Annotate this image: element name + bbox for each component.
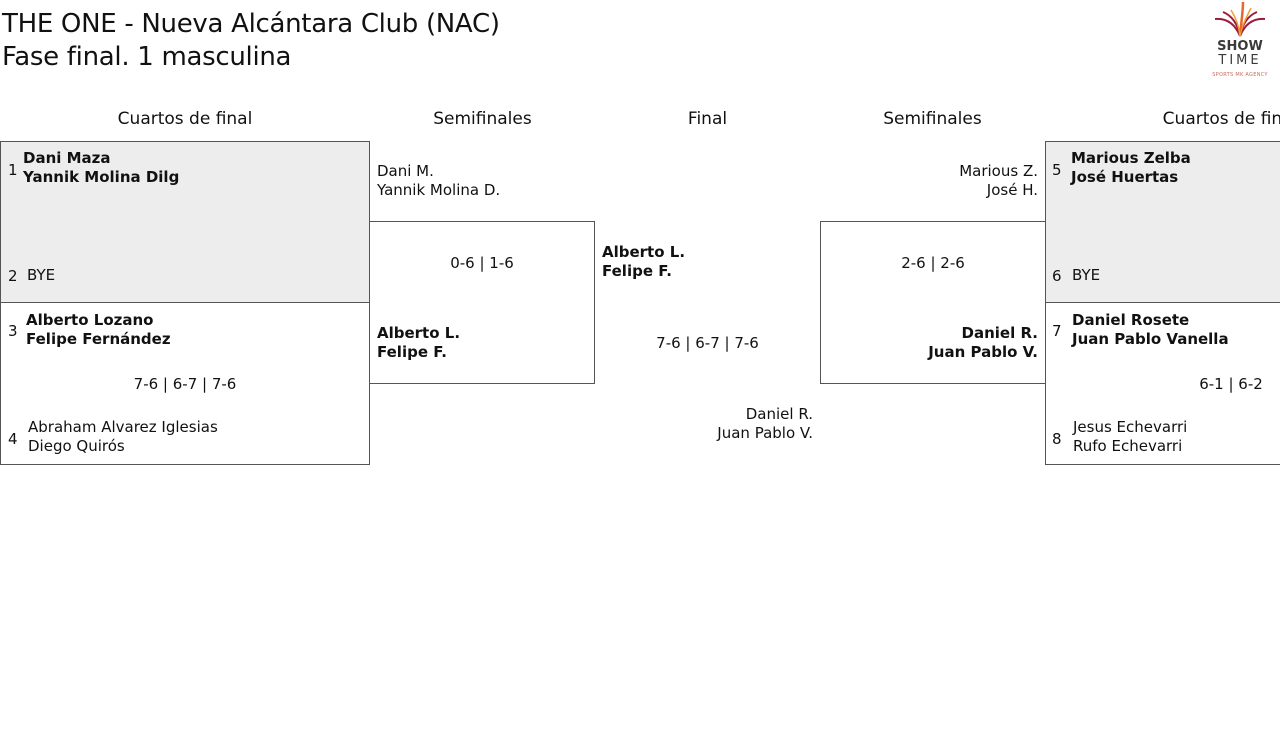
logo-tagline: SPORTS MK AGENCY <box>1212 72 1268 78</box>
page-title: THE ONE - Nueva Alcántara Club (NAC) <box>2 9 500 39</box>
header-semifinals-left: Semifinales <box>433 109 532 129</box>
bye-label: BYE <box>27 266 56 284</box>
team-qf1-top: Dani Maza Yannik Molina Dilg <box>23 149 179 187</box>
player-name: Yannik Molina D. <box>377 181 501 199</box>
player-name: Dani M. <box>377 162 434 180</box>
player-name: Felipe Fernández <box>26 330 171 348</box>
player-name: Abraham Alvarez Iglesias <box>28 418 218 436</box>
match-score: 2-6 | 2-6 <box>901 254 965 272</box>
logo-text-show: SHOW <box>1217 39 1263 54</box>
team-sf-right-bottom: Daniel R. Juan Pablo V. <box>821 324 1038 362</box>
header-quarterfinals-right: Cuartos de final <box>1162 109 1280 129</box>
team-qf7-top: Daniel Rosete Juan Pablo Vanella <box>1072 311 1229 349</box>
player-name: Felipe F. <box>602 262 672 280</box>
player-name: Dani Maza <box>23 149 111 167</box>
fireworks-icon <box>1214 1 1266 37</box>
seed-number: 2 <box>8 267 18 285</box>
team-sf-left-bottom: Alberto L. Felipe F. <box>377 324 460 362</box>
seed-number: 7 <box>1052 322 1062 340</box>
player-name: Juan Pablo V. <box>928 343 1038 361</box>
player-name: Felipe F. <box>377 343 447 361</box>
seed-number: 4 <box>8 430 18 448</box>
team-qf1-bottom: BYE <box>27 266 55 285</box>
player-name: José H. <box>986 181 1038 199</box>
bye-label: BYE <box>1072 266 1101 284</box>
player-name: Daniel R. <box>745 405 813 423</box>
match-qf-left-1: 1 Dani Maza Yannik Molina Dilg 2 BYE <box>0 141 370 303</box>
player-name: Daniel R. <box>961 324 1038 342</box>
player-name: Juan Pablo Vanella <box>1072 330 1229 348</box>
seed-number: 6 <box>1052 267 1062 285</box>
team-qf5-top: Marious Zelba José Huertas <box>1071 149 1191 187</box>
player-name: Alberto Lozano <box>26 311 154 329</box>
header-final: Final <box>687 109 728 129</box>
player-name: Alberto L. <box>602 243 686 261</box>
match-sf-right: 2-6 | 2-6 Daniel R. Juan Pablo V. <box>820 221 1046 384</box>
player-name: Juan Pablo V. <box>717 424 813 442</box>
seed-number: 3 <box>8 322 18 340</box>
team-qf2-top: Alberto Lozano Felipe Fernández <box>26 311 171 349</box>
match-qf-right-1: 5 Marious Zelba José Huertas 6 BYE <box>1045 141 1280 303</box>
match-qf-left-2: 3 Alberto Lozano Felipe Fernández 7-6 | … <box>0 302 370 465</box>
seed-number: 8 <box>1052 430 1062 448</box>
team-qf5-bottom: BYE <box>1072 266 1100 285</box>
player-name: Rufo Echevarri <box>1073 437 1183 455</box>
team-qf7-bottom: Jesus Echevarri Rufo Echevarri <box>1073 418 1187 456</box>
final-score: 7-6 | 6-7 | 7-6 <box>656 334 759 352</box>
team-sf-left-top: Dani M. Yannik Molina D. <box>377 162 500 200</box>
player-name: José Huertas <box>1071 168 1179 186</box>
player-name: Diego Quirós <box>28 437 125 455</box>
player-name: Marious Zelba <box>1071 149 1191 167</box>
player-name: Marious Z. <box>959 162 1038 180</box>
seed-number: 5 <box>1052 161 1062 179</box>
player-name: Jesus Echevarri <box>1073 418 1188 436</box>
header-semifinals-right: Semifinales <box>883 109 982 129</box>
player-name: Daniel Rosete <box>1072 311 1190 329</box>
match-score: 6-1 | 6-2 <box>1199 375 1263 393</box>
logo-text-time: TIME <box>1218 53 1262 68</box>
seed-number: 1 <box>8 161 18 179</box>
team-final-top: Alberto L. Felipe F. <box>602 243 685 281</box>
team-final-bottom: Daniel R. Juan Pablo V. <box>600 405 813 443</box>
player-name: Yannik Molina Dilg <box>23 168 180 186</box>
match-score: 7-6 | 6-7 | 7-6 <box>133 375 237 393</box>
match-qf-right-2: 7 Daniel Rosete Juan Pablo Vanella 6-1 |… <box>1045 302 1280 465</box>
showtime-logo: SHOW TIME SPORTS MK AGENCY <box>1205 0 1275 82</box>
header-quarterfinals-left: Cuartos de final <box>117 109 253 129</box>
match-score: 0-6 | 1-6 <box>450 254 514 272</box>
match-sf-left: 0-6 | 1-6 Alberto L. Felipe F. <box>369 221 595 384</box>
team-qf2-bottom: Abraham Alvarez Iglesias Diego Quirós <box>28 418 218 456</box>
team-sf-right-top: Marious Z. José H. <box>830 162 1038 200</box>
page-subtitle: Fase final. 1 masculina <box>2 42 292 72</box>
player-name: Alberto L. <box>377 324 461 342</box>
